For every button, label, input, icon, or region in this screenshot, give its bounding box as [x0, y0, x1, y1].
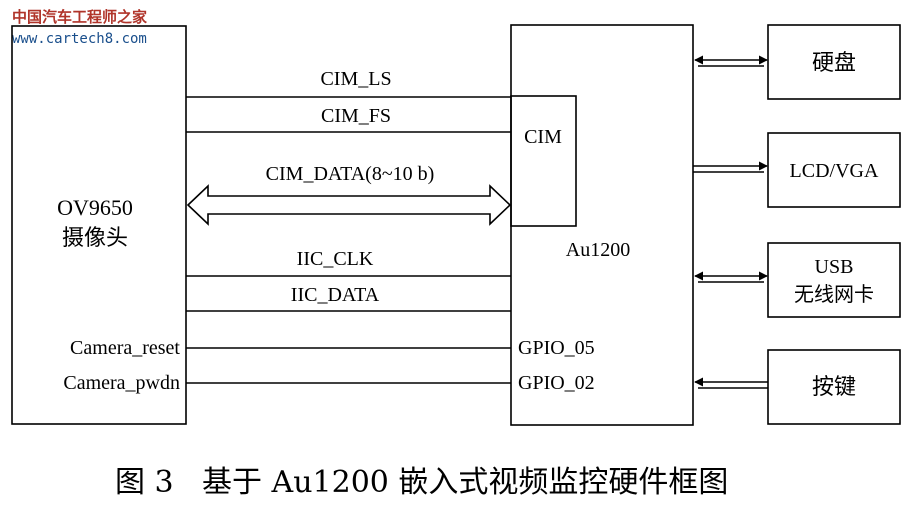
figure-caption: 基于 Au1200 嵌入式视频监控硬件框图: [202, 465, 728, 500]
disk-block: [767, 24, 901, 100]
camera-model-label: OV9650: [57, 195, 133, 220]
cim-fs-label: CIM_FS: [321, 105, 391, 127]
au1200-label: Au1200: [566, 239, 630, 261]
au1200-block: [510, 24, 694, 426]
lcd-label: LCD/VGA: [790, 160, 879, 182]
watermark-brand: 中国汽车工程师之家: [12, 8, 147, 26]
figure-number: 图 3: [115, 465, 174, 500]
iic-data-label: IIC_DATA: [291, 284, 380, 306]
cim-block: [510, 95, 577, 227]
lcd-block: [767, 132, 901, 208]
watermark-url: www.cartech8.com: [12, 31, 147, 47]
cim-data-bus-arrow: [186, 184, 512, 226]
cim-ls-label: CIM_LS: [320, 68, 391, 90]
lcd-connector: [693, 161, 768, 173]
camera-reset-label: Camera_reset: [70, 337, 180, 359]
keys-block: [767, 349, 901, 425]
wifi-card-label: 无线网卡: [794, 283, 874, 306]
cim-label: CIM: [524, 126, 562, 148]
cim-data-label: CIM_DATA(8~10 b): [266, 163, 435, 185]
gpio-02-label: GPIO_02: [518, 372, 595, 394]
camera-name-label: 摄像头: [62, 225, 128, 250]
disk-connector: [694, 55, 768, 67]
disk-label: 硬盘: [812, 50, 856, 75]
iic-clk-label: IIC_CLK: [297, 248, 374, 270]
usb-connector: [694, 271, 768, 283]
camera-pwdn-label: Camera_pwdn: [63, 372, 180, 394]
usb-wifi-block: [767, 242, 901, 318]
keys-connector: [694, 377, 768, 389]
usb-label: USB: [815, 256, 854, 278]
camera-block: [11, 25, 187, 425]
keys-label: 按键: [812, 374, 856, 399]
gpio-05-label: GPIO_05: [518, 337, 595, 359]
